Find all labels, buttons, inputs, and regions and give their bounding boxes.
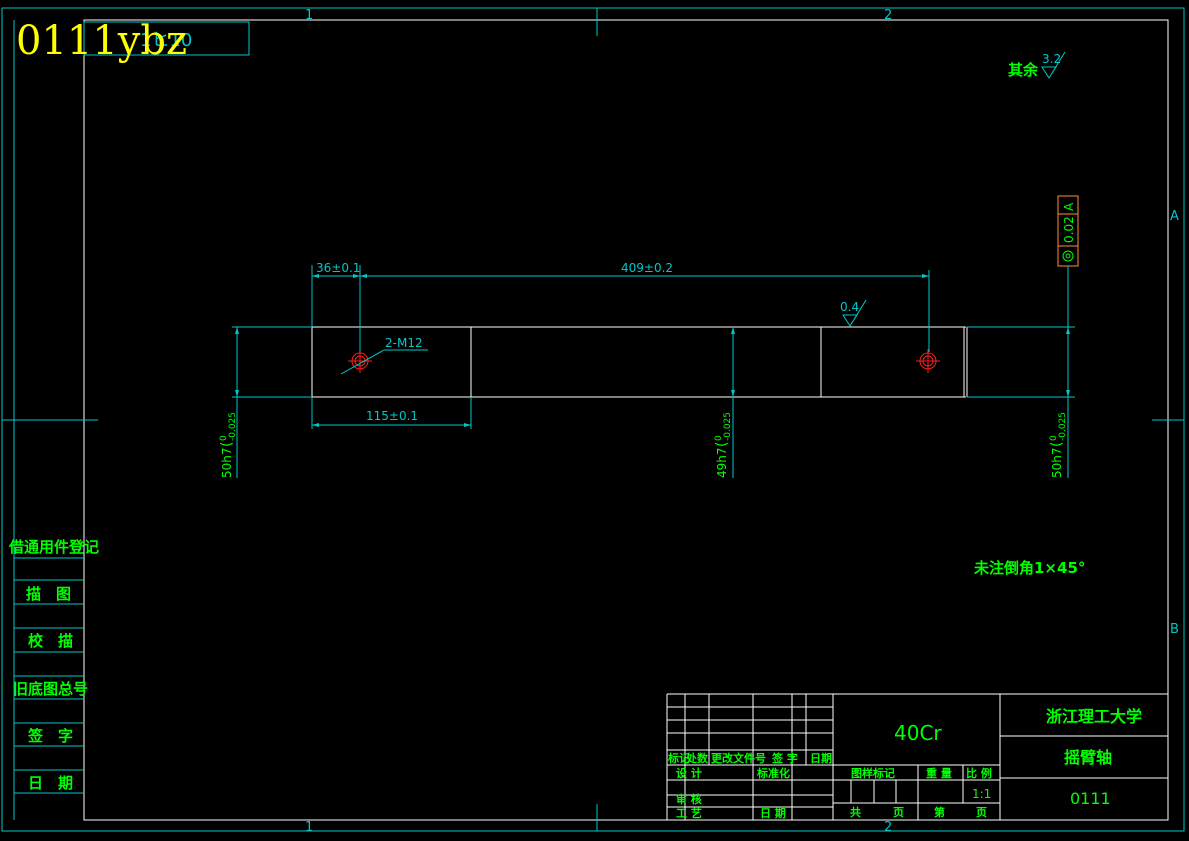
svg-text:处数: 处数 — [685, 751, 709, 765]
chamfer-note: 未注倒角1×45° — [973, 559, 1085, 577]
dim-409: 409±0.2 — [360, 261, 930, 352]
stamp-box — [83, 21, 250, 56]
geom-tolerance-value: 0.02 — [1062, 216, 1076, 243]
dim-dia-mid: 49h7 ( 0 -0.025 — [714, 327, 735, 478]
panel-label-trace: 描 图 — [26, 585, 71, 603]
material-value: 40Cr — [894, 721, 942, 745]
geom-tolerance-frame: 0.02 A — [1057, 195, 1079, 327]
svg-text:更改文件号: 更改文件号 — [711, 751, 766, 765]
zone-label-2-bottom: 2 — [884, 820, 892, 835]
svg-text:标准化: 标准化 — [756, 766, 790, 780]
svg-text:共: 共 — [850, 805, 861, 819]
panel-label-borrow: 借通用件登记 — [8, 538, 99, 556]
svg-text:(: ( — [219, 442, 235, 447]
svg-text:页: 页 — [893, 806, 904, 819]
dim-dia-right: 50h7 ( 0 -0.025 — [1049, 327, 1070, 478]
thread-hole-right — [916, 349, 940, 373]
title-block: 40Cr 浙江理工大学 摇臂轴 0111 标记 处数 更改文件号 签 字 日期 … — [666, 693, 1168, 820]
roughness-general-symbol — [1041, 51, 1066, 79]
svg-text:115±0.1: 115±0.1 — [366, 409, 418, 423]
svg-text:50h7: 50h7 — [1050, 447, 1064, 478]
svg-text:(: ( — [1049, 442, 1065, 447]
school-name: 浙江理工大学 — [1046, 707, 1142, 726]
svg-text:0: 0 — [1049, 435, 1059, 441]
stamp-box-text: 1ヒ10 — [140, 30, 192, 51]
panel-label-old-no: 旧底图总号 — [13, 680, 88, 698]
dim-dia-left: 50h7 ( 0 -0.025 — [219, 327, 239, 478]
panel-label-check: 校 描 — [28, 632, 73, 650]
roughness-local-value: 0.4 — [840, 300, 859, 314]
svg-text:第: 第 — [934, 805, 945, 819]
concentricity-icon — [1062, 250, 1074, 262]
zone-label-1-top: 1 — [305, 8, 313, 23]
drawing-number: 0111 — [1070, 789, 1111, 808]
svg-text:36±0.1: 36±0.1 — [316, 261, 360, 275]
svg-text:-0.025: -0.025 — [723, 412, 733, 441]
zone-label-a: A — [1170, 209, 1179, 224]
svg-text:-0.025: -0.025 — [228, 412, 238, 441]
roughness-general-label: 其余 — [1008, 61, 1039, 79]
dim-36: 36±0.1 — [311, 261, 361, 352]
panel-label-date: 日 期 — [28, 774, 73, 792]
thread-leader — [340, 349, 385, 375]
svg-text:标记: 标记 — [667, 751, 690, 765]
svg-text:50h7: 50h7 — [220, 447, 234, 478]
svg-text:审 核: 审 核 — [676, 792, 702, 806]
thread-callout: 2-M12 — [385, 336, 423, 350]
svg-text:1:1: 1:1 — [972, 787, 991, 801]
svg-text:日 期: 日 期 — [760, 806, 786, 820]
stamp-text: 0111ybz — [16, 18, 187, 64]
dim-115: 115±0.1 — [311, 397, 472, 429]
zone-label-2-top: 2 — [884, 8, 892, 23]
geom-tolerance-datum: A — [1062, 202, 1076, 211]
inner-border — [83, 19, 1169, 821]
svg-text:重 量: 重 量 — [926, 766, 952, 780]
svg-text:比 例: 比 例 — [966, 766, 992, 780]
svg-text:日期: 日期 — [810, 751, 832, 765]
svg-text:工 艺: 工 艺 — [676, 806, 702, 820]
panel-label-sign: 签 字 — [27, 727, 73, 745]
svg-text:图样标记: 图样标记 — [851, 766, 895, 780]
zone-label-1-bottom: 1 — [305, 820, 313, 835]
svg-text:0: 0 — [714, 435, 724, 441]
roughness-local-symbol — [842, 299, 867, 327]
svg-text:-0.025: -0.025 — [1058, 412, 1068, 441]
left-panel: 借通用件登记 描 图 校 描 旧底图总号 签 字 日 期 — [8, 538, 99, 794]
svg-text:49h7: 49h7 — [715, 447, 729, 478]
part-name: 摇臂轴 — [1064, 748, 1112, 767]
svg-text:0: 0 — [219, 435, 229, 441]
svg-text:页: 页 — [976, 806, 987, 819]
svg-text:设 计: 设 计 — [676, 766, 702, 780]
outer-border — [1, 7, 1185, 832]
svg-text:(: ( — [714, 442, 730, 447]
shaft-outline — [232, 326, 1075, 398]
roughness-general-value: 3.2 — [1042, 52, 1061, 66]
svg-text:签 字: 签 字 — [771, 751, 798, 765]
thread-hole-left — [348, 349, 372, 373]
zone-label-b: B — [1170, 622, 1179, 637]
svg-text:409±0.2: 409±0.2 — [621, 261, 673, 275]
